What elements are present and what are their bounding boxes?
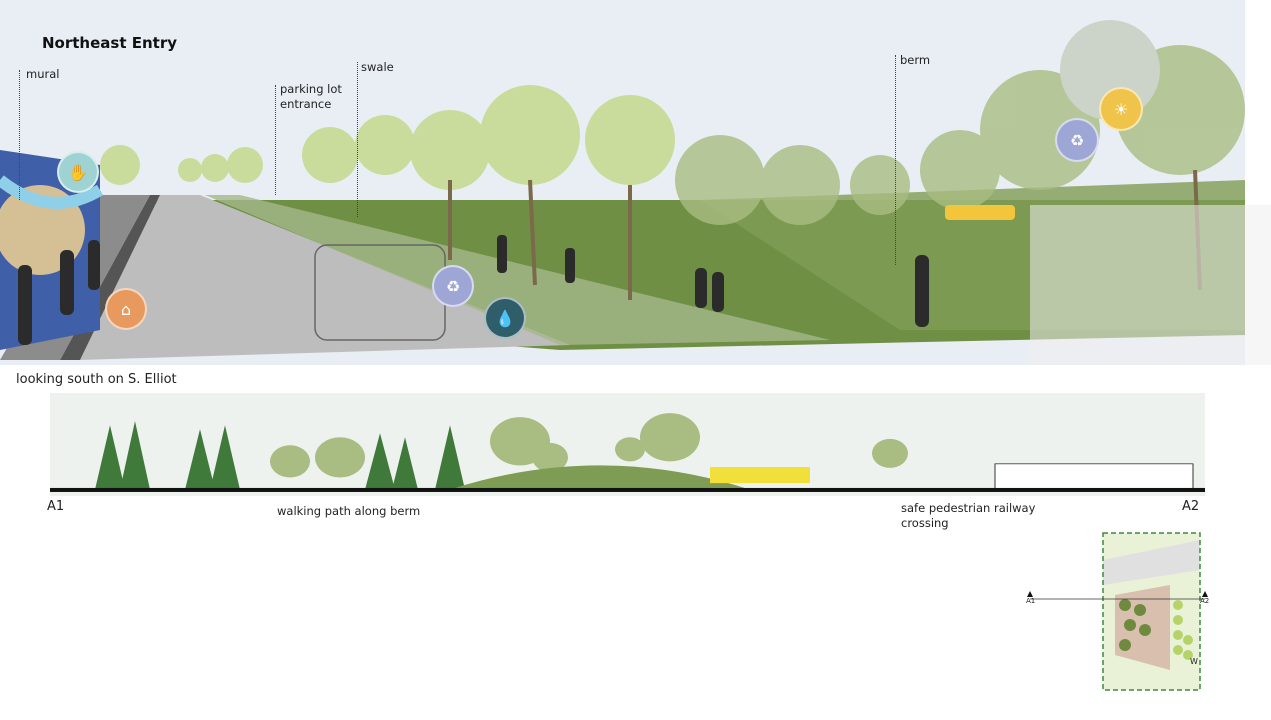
perspective-scene <box>0 0 1245 365</box>
building <box>994 463 1194 490</box>
label-mural: mural <box>26 67 60 81</box>
label-parking-lot-entrance: parking lot entrance <box>280 82 342 111</box>
perspective-rendering <box>0 0 1245 365</box>
key-map-marker-a1: A1 <box>1026 597 1036 605</box>
train <box>710 467 810 484</box>
recycle-icon: ♻ <box>1055 118 1099 162</box>
water-drops-icon: 💧 <box>484 297 526 339</box>
label-walking-path: walking path along berm <box>277 504 421 518</box>
parking-lot-leader-line <box>275 85 276 195</box>
swale-leader-line <box>357 62 358 217</box>
swale <box>205 195 830 345</box>
taxi <box>945 205 1015 220</box>
label-berm: berm <box>900 53 931 67</box>
key-map-w-label: W <box>1190 657 1198 666</box>
section-caption: looking south on S. Elliot <box>16 372 177 387</box>
key-map-marker-a2: A2 <box>1200 597 1210 605</box>
label-railway-crossing: safe pedestrian railway crossing <box>901 501 1036 530</box>
label-swale: swale <box>361 60 394 74</box>
housing-icon: ⌂ <box>105 288 147 330</box>
section-drawing <box>50 393 1205 496</box>
community-hands-icon: ✋ <box>57 151 99 193</box>
section-marker-a1: A1 <box>47 499 65 514</box>
road <box>80 195 570 360</box>
mural-leader-line <box>19 70 20 200</box>
ground-line <box>50 487 1205 492</box>
perspective-title: Northeast Entry <box>42 34 177 52</box>
key-map-plan <box>1027 532 1208 691</box>
solar-panel-icon: ☀ <box>1099 87 1143 131</box>
section-marker-a2: A2 <box>1182 499 1200 514</box>
key-map: A1 A2 W <box>1020 530 1220 695</box>
section-scene <box>50 393 1205 496</box>
recycle-icon: ♻ <box>432 265 474 307</box>
berm-leader-line <box>895 55 896 265</box>
